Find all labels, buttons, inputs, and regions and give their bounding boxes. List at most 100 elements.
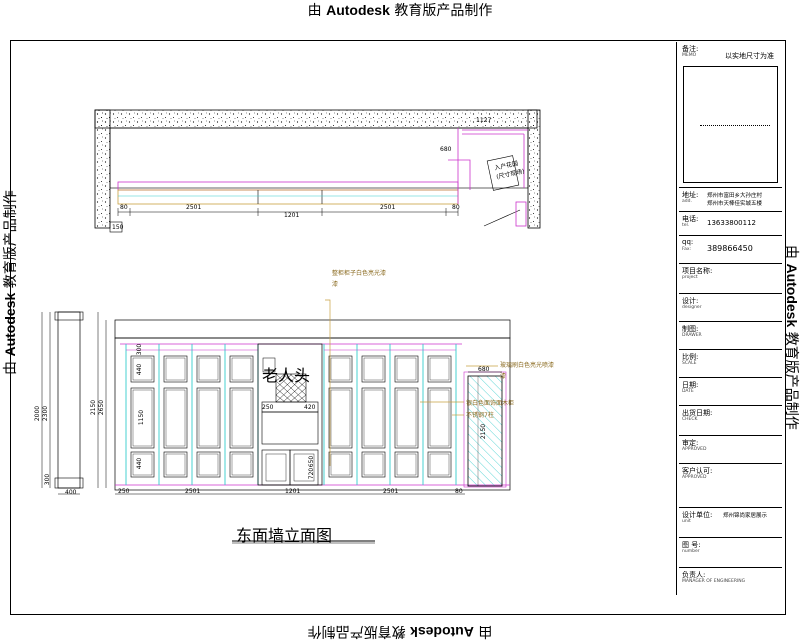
elev-dim-panel-300: 300 (136, 343, 144, 356)
cabinet-panel-top-inner (231, 357, 252, 381)
tb-drawer-label: 制图: (682, 325, 699, 333)
tb-memo-sub: MEMO (682, 53, 697, 58)
plan-return-small (448, 159, 471, 190)
plan-dim-top: 1127 (476, 117, 492, 124)
cabinet-panel-top-inner (330, 357, 351, 381)
cabinet-panel-top-inner (198, 357, 219, 381)
cabinet-panel-mid-inner (165, 389, 186, 447)
cabinet-panel-mid-inner (396, 389, 417, 447)
cabinet-panel-top-inner (429, 357, 450, 381)
cabinet-panel-mid (394, 387, 419, 449)
cabinet-panel-bottom (328, 451, 353, 478)
tb-approved-1: 审定: APPROVED (679, 435, 782, 463)
cabinet-panel-mid-inner (231, 389, 252, 447)
drawing-title: 东面墙立面图 (236, 526, 333, 545)
tb-project: 项目名称: project (679, 263, 782, 293)
plan-stub (109, 221, 123, 233)
tb-qq: qq: Fax: 389866450 (679, 235, 782, 263)
tb-project-label: 项目名称: (682, 267, 713, 275)
niche-door-right-inner (293, 453, 315, 482)
cabinet-panel-mid-inner (330, 389, 351, 447)
tb-approved-2: 客户认可: APPROVED (679, 463, 782, 507)
cabinet-panel-top (361, 355, 386, 383)
note-1-cont: 漆 (332, 281, 339, 288)
elev-dim-niche-420: 420 (304, 404, 316, 411)
elev-dim-300: 300 (44, 473, 52, 486)
cabinet-panel-top-inner (165, 357, 186, 381)
tb-number-sub: number (682, 549, 700, 554)
tb-scale-label: 比例: (682, 353, 699, 361)
tb-check-label: 出货日期: (682, 409, 713, 417)
cabinet-panel-bottom-inner (231, 453, 252, 476)
plan-view (94, 109, 541, 233)
plan-dim-2501-right: 2501 (380, 204, 396, 211)
cabinet-panel-mid-inner (198, 389, 219, 447)
elev-wall (114, 337, 511, 491)
tb-memo-label: 备注: (682, 45, 699, 53)
pilaster-cap (54, 311, 84, 321)
elev-dim-2650: 2650 (98, 399, 106, 416)
leader-1 (325, 299, 331, 466)
plan-dim-left: 150 (112, 224, 124, 231)
tb-address-sub: add. (682, 199, 692, 204)
tb-date: 日期: DATE (679, 377, 782, 405)
cabinet-panel-mid (328, 387, 353, 449)
cabinet-panel-bottom-inner (429, 453, 450, 476)
cabinet-panel-mid (163, 387, 188, 449)
pilaster-base (54, 477, 84, 489)
elev-dim-niche-250: 250 (262, 404, 274, 411)
cabinet-panel-top (328, 355, 353, 383)
elev-glass-door (467, 375, 503, 487)
cabinet-panel-mid-inner (363, 389, 384, 447)
cabinet-panel-bottom (130, 451, 155, 478)
tb-unit-label: 设计单位: (682, 511, 713, 519)
cabinet-panel-top (427, 355, 452, 383)
side-pilaster (57, 311, 81, 489)
tb-qq-value: 389866450 (707, 244, 753, 253)
tb-manager-sub: MANAGER OF ENGINEERING (682, 579, 746, 584)
cabinet-panel-bottom (361, 451, 386, 478)
tb-approved1-label: 审定: (682, 439, 699, 447)
elev-dim-niche-720: 720 (308, 467, 316, 480)
tb-check-sub: CHECK (682, 417, 698, 422)
tb-check: 出货日期: CHECK (679, 405, 782, 435)
tb-project-sub: project (682, 275, 698, 280)
tb-date-label: 日期: (682, 381, 699, 389)
cabinet-panel-top (196, 355, 221, 383)
elev-dim-niche-650: 650 (308, 455, 316, 468)
tb-number: 图 号: number (679, 537, 782, 567)
tb-scale-sub: SCALE (682, 361, 697, 366)
tb-address-label: 地址: (682, 191, 699, 199)
tb-tel-label: 电话: (682, 215, 699, 223)
tb-date-sub: DATE (682, 389, 694, 394)
elev-dim-panel-440-top: 440 (136, 363, 144, 376)
tb-manager-label: 负责人: (682, 571, 706, 579)
plan-cabinet-body (117, 189, 459, 205)
elev-ceiling-band (114, 319, 511, 339)
tb-approved2-label: 客户认可: (682, 467, 713, 475)
niche-door-right (289, 449, 319, 486)
elev-dim-1201: 1201 (285, 488, 301, 495)
cabinet-panel-bottom (394, 451, 419, 478)
cabinet-panel-bottom-inner (198, 453, 219, 476)
plan-wall-right (527, 109, 541, 229)
niche-small-box (262, 357, 276, 373)
cabinet-panel-bottom-inner (363, 453, 384, 476)
note-1: 整柜柜子白色亮光漆 (332, 270, 387, 277)
cabinet-panel-bottom (196, 451, 221, 478)
elev-left-cabinets (125, 344, 259, 485)
tb-tel: 电话: tel. 13633800112 (679, 211, 782, 235)
plan-wall-top (94, 109, 538, 129)
plan-dim-1201: 1201 (284, 212, 300, 219)
cabinet-panel-bottom-inner (132, 453, 153, 476)
watermark-top: 由 Autodesk 教育版产品制作 (0, 0, 800, 20)
note-3: 银白色面饰面木柜 (466, 400, 515, 407)
cabinet-panel-top (163, 355, 188, 383)
elev-dim-2501-right: 2501 (383, 488, 399, 495)
cabinet-panel-top-inner (363, 357, 384, 381)
tb-unit-value: 郑州锦尚家居展示 (723, 513, 768, 519)
tb-designer: 设计: designer (679, 293, 782, 321)
tb-address-line-1: 郑州市富田乡大孙庄村 (707, 193, 763, 199)
tb-qq-label: qq: (682, 238, 694, 246)
